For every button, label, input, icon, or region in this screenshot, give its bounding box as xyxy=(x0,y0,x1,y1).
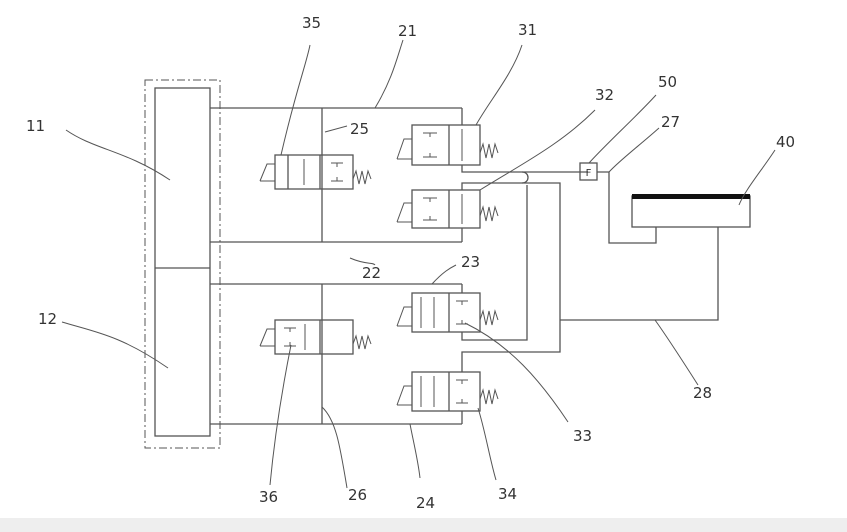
label-12: 12 xyxy=(38,310,57,328)
tank xyxy=(631,194,751,228)
valve-34 xyxy=(396,371,499,412)
label-50: 50 xyxy=(658,73,677,91)
pipelines xyxy=(210,107,719,425)
boundary-dashdot xyxy=(144,79,221,449)
valve-33 xyxy=(396,292,499,333)
label-26: 26 xyxy=(348,486,367,504)
flow-meter-symbol: F xyxy=(586,168,592,179)
label-33: 33 xyxy=(573,427,592,445)
flow-meter: F xyxy=(579,162,598,181)
label-24: 24 xyxy=(416,494,435,512)
leader-lines xyxy=(61,39,776,489)
label-36: 36 xyxy=(259,488,278,506)
valve-35 xyxy=(259,154,372,190)
actuator-block xyxy=(154,87,211,437)
label-34: 34 xyxy=(498,485,517,503)
label-28: 28 xyxy=(693,384,712,402)
label-40: 40 xyxy=(776,133,795,151)
label-32: 32 xyxy=(595,86,614,104)
label-11: 11 xyxy=(26,117,45,135)
label-25: 25 xyxy=(350,120,369,138)
valve-31 xyxy=(396,124,499,166)
label-22: 22 xyxy=(362,264,381,282)
label-27: 27 xyxy=(661,113,680,131)
reference-numerals: 11 12 21 22 23 24 25 26 27 28 31 32 33 3… xyxy=(26,14,795,512)
label-21: 21 xyxy=(398,22,417,40)
valve-32 xyxy=(396,189,499,229)
label-31: 31 xyxy=(518,21,537,39)
bottom-strip xyxy=(0,518,847,532)
label-35: 35 xyxy=(302,14,321,32)
valve-36 xyxy=(259,319,372,355)
label-23: 23 xyxy=(461,253,480,271)
